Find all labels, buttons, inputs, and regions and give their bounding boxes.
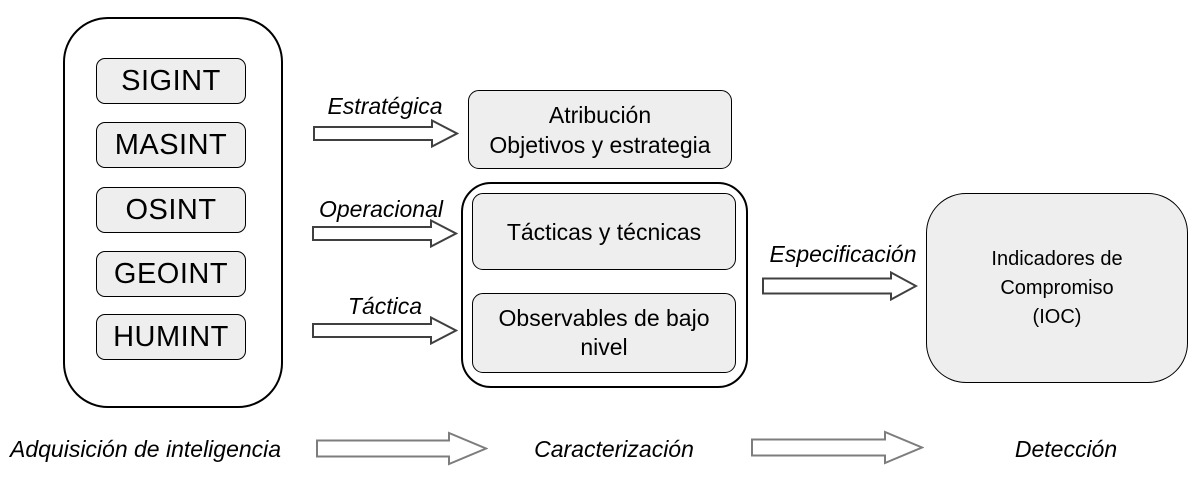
tactica-arrow-icon bbox=[312, 316, 458, 345]
intel-source-label: HUMINT bbox=[113, 320, 229, 353]
intel-source-osint: OSINT bbox=[96, 187, 246, 233]
stage-label-caracterizacion: Caracterización bbox=[534, 436, 694, 462]
level-label-tactica: Táctica bbox=[347, 293, 423, 319]
acquisition-to-characterization-arrow-icon bbox=[316, 431, 488, 466]
intel-source-humint: HUMINT bbox=[96, 314, 246, 360]
low-level-observables-label: Observables de bajo nivel bbox=[498, 305, 710, 360]
ioc-box: Indicadores de Compromiso (IOC) bbox=[926, 193, 1188, 383]
intel-source-label: OSINT bbox=[125, 193, 217, 226]
level-label-operacional: Operacional bbox=[318, 196, 444, 222]
level-label-estrategica: Estratégica bbox=[327, 93, 443, 119]
low-level-observables-box: Observables de bajo nivel bbox=[472, 293, 736, 373]
intel-source-sigint: SIGINT bbox=[96, 58, 246, 104]
stage-label-deteccion: Detección bbox=[1014, 436, 1118, 462]
intel-source-label: GEOINT bbox=[113, 257, 229, 290]
stage-label-adquisicion: Adquisición de inteligencia bbox=[10, 436, 282, 462]
estrategica-arrow-icon bbox=[313, 119, 459, 148]
intel-source-label: MASINT bbox=[114, 128, 228, 161]
attribution-box: Atribución Objetivos y estrategia bbox=[468, 90, 732, 169]
characterization-to-detection-arrow-icon bbox=[751, 430, 924, 465]
tactics-techniques-box: Tácticas y técnicas bbox=[472, 193, 736, 270]
ioc-label: Indicadores de Compromiso (IOC) bbox=[991, 247, 1123, 328]
operacional-arrow-icon bbox=[312, 219, 458, 248]
intel-source-label: SIGINT bbox=[121, 64, 221, 97]
intel-source-masint: MASINT bbox=[96, 122, 246, 168]
tactics-techniques-label: Tácticas y técnicas bbox=[506, 218, 702, 245]
specification-label: Especificación bbox=[769, 241, 917, 267]
intel-source-geoint: GEOINT bbox=[96, 251, 246, 297]
characterization-container bbox=[461, 182, 748, 388]
attribution-line-2: Objetivos y estrategia bbox=[489, 131, 711, 158]
specification-arrow-icon bbox=[762, 271, 918, 301]
attribution-line-1: Atribución bbox=[548, 101, 652, 128]
